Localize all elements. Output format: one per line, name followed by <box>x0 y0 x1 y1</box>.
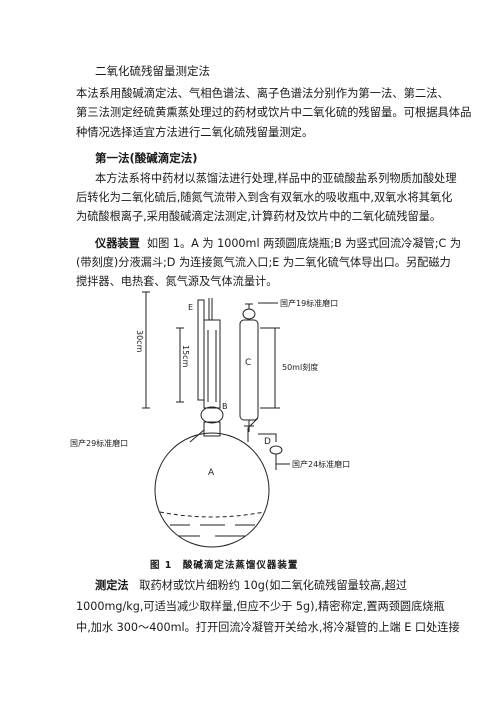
document-title: 二氧化硫残留量测定法 <box>95 64 210 78</box>
apparatus-figure: A B C D E 30cm 15cm 国产19标准磨口 50ml刻度 国产29… <box>70 290 380 565</box>
label-d: D <box>264 437 271 447</box>
apparatus-line-1: 仪器装置 如图 1。A 为 1000ml 两颈圆底烧瓶;B 为竖式回流冷凝管;C… <box>95 237 461 251</box>
flask-a-shape <box>154 432 270 548</box>
method-line-1: 测定法 取药材或饮片细粉约 10g(如二氧化硫残留量较高,超过 <box>95 579 407 593</box>
figure-caption: 图 1 酸碱滴定法蒸馏仪器装置 <box>150 560 299 571</box>
principle-line-1: 本方法系将中药材以蒸馏法进行处理,样品中的亚硫酸盐系列物质加酸处理 <box>95 172 457 185</box>
apparatus-line-2: (带刻度)分液漏斗;D 为连接氮气流入口;E 为二氧化硫气体导出口。另配磁力 <box>76 256 451 269</box>
method-line-3: 中,加水 300～400ml。打开回流冷凝管开关给水,将冷凝管的上端 E 口处连… <box>76 621 460 634</box>
label-joint-19: 国产19标准磨口 <box>280 299 339 308</box>
apparatus-text-1: 如图 1。A 为 1000ml 两颈圆底烧瓶;B 为竖式回流冷凝管;C 为 <box>146 237 462 250</box>
apparatus-diagram <box>142 291 290 548</box>
intro-line-2: 第三法测定经硫黄熏蒸处理过的药材或饮片中二氧化硫的残留量。可根据具体品 <box>76 106 472 119</box>
method-label: 测定法 <box>95 579 129 592</box>
apparatus-line-3: 搅拌器、电热套、氮气源及气体流量计。 <box>76 275 278 288</box>
label-joint-24: 国产24标准磨口 <box>292 460 351 469</box>
label-15cm: 15cm <box>181 345 190 368</box>
label-a: A <box>208 468 215 478</box>
label-joint-29: 国产29标准磨口 <box>70 439 129 448</box>
apparatus-label: 仪器装置 <box>95 237 140 250</box>
label-30cm: 30cm <box>135 330 144 353</box>
intro-line-3: 种情况选择适宜方法进行二氧化硫残留量测定。 <box>76 126 314 139</box>
principle-line-2: 后转化为二氧化硫后,随氮气流带入到含有双氧水的吸收瓶中,双氧水将其氧化 <box>76 191 453 204</box>
method-line-2: 1000mg/kg,可适当减少取样量,但应不少于 5g),精密称定,置两颈圆底烧… <box>76 600 445 613</box>
method-text-1: 取药材或饮片细粉约 10g(如二氧化硫残留量较高,超过 <box>139 579 408 592</box>
label-c: C <box>245 358 252 368</box>
label-50ml: 50ml刻度 <box>282 363 319 372</box>
label-e: E <box>188 303 194 312</box>
section-heading: 第一法(酸碱滴定法) <box>95 151 198 165</box>
intro-line-1: 本法系用酸碱滴定法、气相色谱法、离子色谱法分别作为第一法、第二法、 <box>76 87 449 100</box>
label-b: B <box>222 402 228 411</box>
principle-line-3: 为硫酸根离子,采用酸碱滴定法测定,计算药材及饮片中的二氧化硫残留量。 <box>76 210 442 223</box>
